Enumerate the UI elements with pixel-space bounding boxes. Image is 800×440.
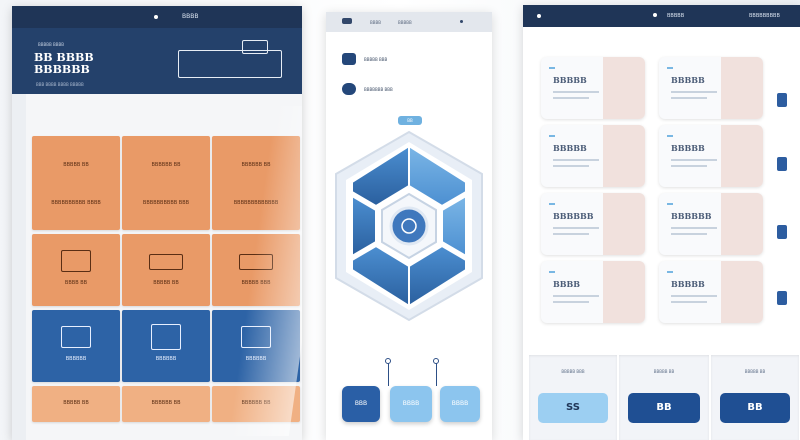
connector-line — [388, 362, 389, 386]
action-button[interactable]: BBBB — [440, 386, 480, 422]
chart-icon — [61, 326, 91, 348]
info-card[interactable]: BBBBB — [659, 125, 763, 187]
info-card[interactable]: BBBBB — [541, 125, 645, 187]
card-title: BBBBBB — [553, 211, 594, 221]
header-input-box[interactable] — [178, 50, 282, 78]
tile-button[interactable]: BB — [628, 393, 700, 423]
header-device-icon — [242, 40, 268, 54]
grid-cell[interactable]: BBBBBB BB — [122, 386, 210, 422]
grid-cell[interactable]: BBBBBB BB BBBBBBBBBB BBB — [122, 136, 210, 230]
center-panel: BBBB BBBBB BBBBB BBB BBBBBBB BBB BB — [326, 12, 492, 440]
cell-title: BBBBBB BB — [151, 162, 181, 168]
tag-badge[interactable]: BB — [398, 116, 422, 125]
status-dot-icon — [460, 20, 463, 23]
hexagon-menu — [326, 126, 492, 326]
bookmark-icon[interactable] — [777, 225, 787, 239]
hexagon-graphic — [335, 130, 483, 322]
grid-cell[interactable]: BBBBBB — [32, 310, 120, 382]
cell-title: BBBBBB — [155, 356, 177, 362]
info-card[interactable]: BBBBB — [541, 57, 645, 119]
grid-cell[interactable]: BBBBBB — [122, 310, 210, 382]
bookmark-icon[interactable] — [777, 157, 787, 171]
list-item-label: BBBBB BBB — [364, 56, 388, 62]
left-panel: BBBB BBBBB BBBB BB BBBB BBBBBB BBB BBBB … — [12, 6, 302, 440]
cell-footer: BBBBBBBBBBBBB — [233, 200, 279, 206]
card-title: BBBBB — [553, 143, 587, 153]
hex-segment[interactable] — [408, 144, 467, 208]
cell-footer: BBBBBBBBBB BBB — [142, 200, 190, 206]
info-card[interactable]: BBBBBB — [541, 193, 645, 255]
cell-title: BBBBBB — [65, 356, 87, 362]
connector-line — [436, 362, 437, 386]
card-title: BBBBB — [671, 279, 705, 289]
hex-segment[interactable] — [441, 194, 467, 258]
hex-segment[interactable] — [408, 244, 467, 308]
connector-dot-icon — [385, 358, 391, 364]
action-button[interactable]: BBBB — [390, 386, 432, 422]
hub-icon[interactable] — [389, 206, 429, 246]
topbar-label: BBBB — [182, 13, 199, 20]
chart-icon — [151, 324, 181, 350]
grid-cell[interactable]: BBBBB BB — [122, 234, 210, 306]
bottom-tile: BBBBB BBB SS — [529, 355, 617, 440]
topbar-label: BBBBBBBBB — [749, 13, 780, 19]
document-icon — [149, 254, 183, 270]
user-icon — [342, 83, 356, 95]
tile-button[interactable]: BB — [719, 393, 791, 423]
topbar-label: BBBB — [370, 20, 381, 25]
info-card[interactable]: BBBBB — [659, 57, 763, 119]
card-title: BBBBBB — [671, 211, 712, 221]
list-item-label: BBBBBBB BBB — [364, 86, 393, 92]
hex-segment[interactable] — [351, 194, 377, 258]
card-title: BBBBB — [553, 75, 587, 85]
grid-cell[interactable]: BBBBB BB BBBBBBBBBB BBBB — [32, 136, 120, 230]
cell-title: BBBBB BB — [63, 400, 89, 406]
cell-footer: BBBBBBBBBB BBBB — [51, 200, 101, 206]
folder-icon — [342, 53, 356, 65]
tile-label: BBBBB BB — [653, 369, 675, 374]
cell-title: BBBBBB BB — [151, 400, 181, 406]
info-card[interactable]: BBBB — [541, 261, 645, 323]
cell-title: BBBB BB — [64, 280, 88, 286]
bookmark-icon[interactable] — [777, 291, 787, 305]
status-dot-icon — [537, 14, 541, 18]
cell-title: BBBBB BB — [153, 280, 179, 286]
center-panel-topbar: BBBB BBBBB — [326, 12, 492, 32]
header-title: BB BBBB BBBBBB — [34, 51, 94, 76]
bottom-tile: BBBBB BB BB — [711, 355, 799, 440]
left-panel-gutter — [12, 94, 26, 440]
grid-cell[interactable]: BBBB BB — [32, 234, 120, 306]
tile-label: BBBBB BB — [744, 369, 766, 374]
header-subtitle: BBB BBBB BBBB BBBBB — [36, 82, 84, 87]
list-item[interactable]: BBBBBBB BBB — [342, 82, 393, 96]
left-panel-topbar: BBBB — [12, 6, 302, 28]
info-card[interactable]: BBBBB — [659, 261, 763, 323]
status-dot-icon — [154, 15, 158, 19]
bottom-tile: BBBBB BB BB — [619, 355, 709, 440]
document-icon — [61, 250, 91, 272]
app-icon — [342, 18, 352, 24]
right-panel-topbar: BBBBB BBBBBBBBB — [523, 5, 800, 27]
action-button[interactable]: BBB — [342, 386, 380, 422]
status-dot-icon — [653, 13, 657, 17]
info-card[interactable]: BBBBBB — [659, 193, 763, 255]
left-panel-header: BBBBB BBBB BB BBBB BBBBBB BBB BBBB BBBB … — [12, 28, 302, 94]
cell-title: BBBBB BB — [63, 162, 89, 168]
grid-cell[interactable]: BBBBB BB — [32, 386, 120, 422]
list-item[interactable]: BBBBB BBB — [342, 52, 387, 66]
card-title: BBBBB — [671, 75, 705, 85]
bookmark-icon[interactable] — [777, 93, 787, 107]
card-title: BBBB — [553, 279, 581, 289]
card-title: BBBBB — [671, 143, 705, 153]
connector-dot-icon — [433, 358, 439, 364]
topbar-label: BBBBB — [667, 13, 685, 19]
cell-title: BBBBBB BB — [241, 162, 271, 168]
topbar-label: BBBBB — [398, 20, 412, 25]
header-small-text: BBBBB BBBB — [38, 42, 64, 47]
right-panel: BBBBB BBBBBBBBB BBBBB BBBBB BBBBB — [523, 5, 800, 440]
tile-label: BBBBB BBB — [561, 369, 585, 374]
tile-button[interactable]: SS — [537, 393, 609, 423]
